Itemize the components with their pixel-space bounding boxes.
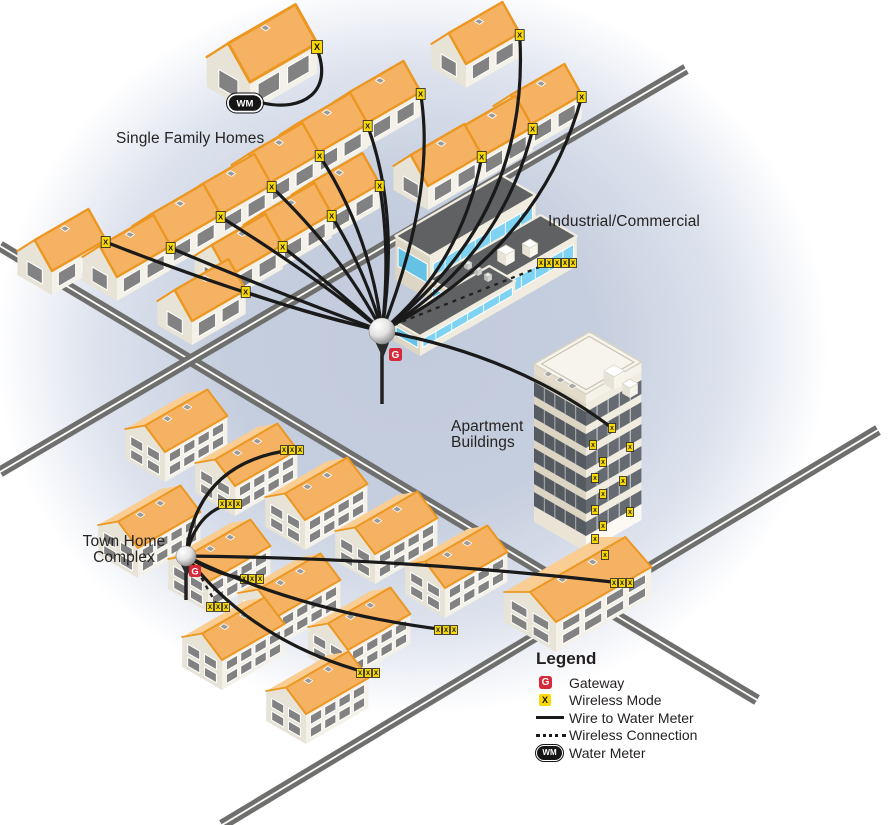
legend-label-water-meter: Water Meter xyxy=(569,744,646,761)
legend-row-wireless-connection: Wireless Connection xyxy=(536,727,697,745)
svg-text:X: X xyxy=(208,605,212,611)
svg-text:G: G xyxy=(191,566,198,576)
svg-text:X: X xyxy=(220,502,224,508)
svg-text:X: X xyxy=(591,443,595,449)
svg-text:X: X xyxy=(168,244,173,253)
svg-text:X: X xyxy=(547,261,551,267)
label-apartment-buildings: Apartment Buildings xyxy=(451,419,523,451)
svg-text:X: X xyxy=(418,90,423,99)
legend: Legend G Gateway X Wireless Mode Wire to… xyxy=(535,649,697,762)
svg-text:X: X xyxy=(452,628,456,634)
svg-text:X: X xyxy=(243,288,248,297)
svg-text:X: X xyxy=(610,426,614,432)
svg-text:X: X xyxy=(517,31,522,40)
svg-text:X: X xyxy=(224,605,228,611)
svg-text:X: X xyxy=(298,448,302,454)
svg-text:X: X xyxy=(603,553,607,559)
label-apartment-line1: Apartment xyxy=(451,418,524,435)
svg-text:X: X xyxy=(563,261,567,267)
svg-text:X: X xyxy=(628,510,632,516)
svg-text:X: X xyxy=(366,671,370,677)
svg-text:X: X xyxy=(555,261,559,267)
svg-text:X: X xyxy=(282,448,286,454)
water-meter-icon: WM xyxy=(535,743,564,762)
svg-text:X: X xyxy=(579,93,584,102)
legend-label-gateway: Gateway xyxy=(569,674,625,691)
wireless-connection-icon xyxy=(536,733,566,737)
legend-label-wireless-mode: Wireless Mode xyxy=(569,692,662,709)
svg-text:X: X xyxy=(530,125,535,134)
svg-text:X: X xyxy=(365,122,370,131)
svg-text:X: X xyxy=(621,479,625,485)
legend-label-wireless-connection: Wireless Connection xyxy=(569,727,698,744)
svg-text:X: X xyxy=(479,153,484,162)
gateway-icon: G xyxy=(539,676,552,690)
legend-row-gateway: G Gateway xyxy=(536,674,697,692)
legend-title: Legend xyxy=(536,649,597,668)
wire-icon xyxy=(536,716,564,720)
svg-text:X: X xyxy=(601,524,605,530)
label-single-family-homes: Single Family Homes xyxy=(116,130,265,147)
legend-row-water-meter: WM Water Meter xyxy=(535,743,697,762)
label-townhome-line1: Town Home xyxy=(82,533,166,550)
svg-text:X: X xyxy=(269,183,274,192)
legend-label-wire: Wire to Water Meter xyxy=(569,709,694,726)
svg-text:X: X xyxy=(593,476,597,482)
svg-text:X: X xyxy=(620,581,624,587)
svg-text:X: X xyxy=(377,182,382,191)
svg-text:X: X xyxy=(250,577,254,583)
legend-row-wire: Wire to Water Meter xyxy=(536,709,697,727)
svg-text:X: X xyxy=(539,261,543,267)
svg-text:X: X xyxy=(228,502,232,508)
legend-row-wireless-mode: X Wireless Mode xyxy=(536,692,697,710)
svg-text:X: X xyxy=(216,605,220,611)
svg-text:X: X xyxy=(601,460,605,466)
svg-text:X: X xyxy=(329,212,334,221)
label-industrial-commercial: Industrial/Commercial xyxy=(548,213,700,230)
svg-text:X: X xyxy=(290,448,294,454)
svg-text:X: X xyxy=(628,445,632,451)
svg-text:G: G xyxy=(392,350,400,361)
label-townhome-line2: Complex xyxy=(93,549,155,566)
svg-text:X: X xyxy=(593,508,597,514)
svg-text:X: X xyxy=(103,238,108,247)
svg-text:X: X xyxy=(218,213,223,222)
svg-text:X: X xyxy=(436,628,440,634)
svg-text:WM: WM xyxy=(237,98,254,109)
svg-text:X: X xyxy=(236,502,240,508)
svg-text:X: X xyxy=(314,42,320,52)
svg-text:X: X xyxy=(571,261,575,267)
svg-text:X: X xyxy=(258,577,262,583)
label-apartment-line2: Buildings xyxy=(451,434,515,451)
svg-text:X: X xyxy=(280,243,285,252)
svg-text:X: X xyxy=(612,581,616,587)
wireless-mode-icon: X xyxy=(539,694,551,707)
svg-text:X: X xyxy=(601,492,605,498)
svg-text:X: X xyxy=(317,152,322,161)
svg-text:X: X xyxy=(628,581,632,587)
svg-text:X: X xyxy=(593,537,597,543)
svg-text:X: X xyxy=(374,671,378,677)
label-town-home-complex: Town Home Complex xyxy=(76,534,172,566)
svg-text:X: X xyxy=(444,628,448,634)
svg-text:X: X xyxy=(358,671,362,677)
